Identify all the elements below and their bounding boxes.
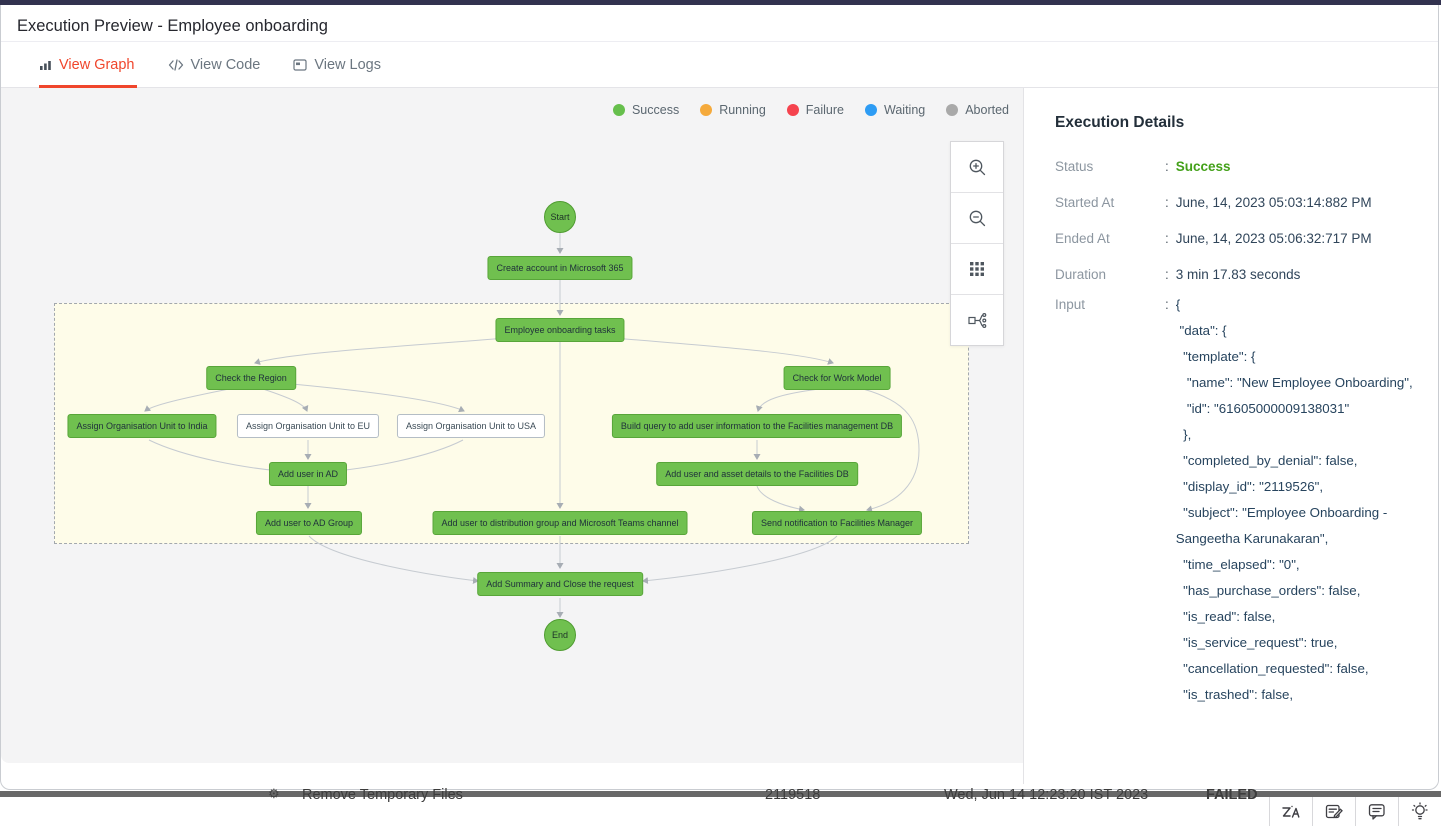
layout-button[interactable] (951, 295, 1003, 345)
detail-colon: : (1165, 194, 1169, 210)
legend-dot (865, 104, 877, 116)
graph-node-ad-group[interactable]: Add user to AD Group (255, 511, 363, 535)
zoom-in-button[interactable] (951, 142, 1003, 193)
graph-node-ou-india[interactable]: Assign Organisation Unit to India (67, 414, 217, 438)
logs-icon (293, 58, 307, 71)
legend-item-aborted: Aborted (946, 103, 1009, 117)
graph-node-add-asset[interactable]: Add user and asset details to the Facili… (656, 462, 858, 486)
detail-row-ended-at: Ended At: June, 14, 2023 05:06:32:717 PM (1055, 220, 1418, 256)
bottom-utility-bar (1269, 797, 1441, 826)
tab-bar: View Graph View Code View Logs (1, 42, 1438, 88)
code-icon (168, 58, 184, 71)
graph-node-end[interactable]: End (544, 619, 576, 651)
tab-label: View Graph (59, 56, 135, 73)
legend-dot (700, 104, 713, 116)
legend-dot (946, 104, 959, 116)
graph-node-send-notif[interactable]: Send notification to Facilities Manager (751, 511, 923, 535)
legend-label: Success (631, 103, 680, 117)
dialog-header: Execution Preview - Employee onboarding (1, 5, 1438, 42)
legend-item-success: Success (612, 103, 680, 117)
legend-label: Aborted (965, 103, 1009, 117)
detail-value: Success (1175, 158, 1231, 174)
zoom-out-button[interactable] (951, 193, 1003, 244)
detail-label: Status (1055, 158, 1094, 174)
tab-label: View Logs (314, 56, 381, 73)
execution-details-heading: Execution Details (1055, 114, 1185, 131)
legend-dot (786, 104, 799, 116)
detail-label: Duration (1055, 266, 1107, 282)
legend-label: Waiting (884, 103, 926, 117)
legend-dot (612, 104, 625, 116)
modal-scrim (0, 791, 1441, 797)
graph-node-dist-group[interactable]: Add user to distribution group and Micro… (432, 511, 688, 535)
detail-value: 3 min 17.83 seconds (1175, 266, 1301, 282)
status-legend: Success Running Failure Waiting Aborted (612, 103, 1009, 117)
chat-icon[interactable] (1355, 797, 1398, 826)
graph-canvas[interactable]: Success Running Failure Waiting Aborted (1, 88, 1023, 763)
tab-view-code[interactable]: View Code (168, 42, 261, 87)
graph-node-add-user-ad[interactable]: Add user in AD (268, 462, 348, 486)
tab-view-logs[interactable]: View Logs (293, 42, 381, 87)
detail-row-started-at: Started At: June, 14, 2023 05:03:14:882 P… (1055, 184, 1418, 220)
dialog-body: Success Running Failure Waiting Aborted (1, 88, 1438, 784)
bar-chart-icon (39, 58, 52, 71)
detail-value: June, 14, 2023 05:06:32:717 PM (1175, 230, 1372, 246)
zia-button[interactable] (1269, 797, 1312, 826)
graph-node-build-query[interactable]: Build query to add user information to t… (611, 414, 903, 438)
graph-toolbar (950, 141, 1004, 346)
page-title: Execution Preview - Employee onboarding (17, 17, 328, 35)
legend-label: Running (719, 103, 766, 117)
grid-view-button[interactable] (951, 244, 1003, 295)
detail-colon: : (1165, 158, 1169, 174)
tab-view-graph[interactable]: View Graph (39, 42, 136, 88)
execution-preview-dialog: Execution Preview - Employee onboarding … (0, 5, 1439, 790)
legend-label: Failure (805, 103, 844, 117)
detail-label: Ended At (1055, 230, 1110, 246)
detail-row-status: Status: Success (1055, 148, 1418, 184)
detail-colon: : (1165, 266, 1169, 282)
tab-label: View Code (190, 56, 261, 73)
graph-node-start[interactable]: Start (544, 201, 576, 233)
lightbulb-icon[interactable] (1398, 797, 1441, 826)
detail-row-duration: Duration:3 min 17.83 seconds (1055, 256, 1418, 292)
graph-node-emp-tasks[interactable]: Employee onboarding tasks (495, 318, 625, 342)
graph-node-add-summary[interactable]: Add Summary and Close the request (477, 572, 643, 596)
legend-item-waiting: Waiting (865, 103, 925, 117)
legend-item-failure: Failure (786, 103, 844, 117)
input-row: Input : { "data": { "template": { "name"… (1055, 292, 1418, 712)
legend-item-running: Running (700, 103, 766, 117)
feedback-icon[interactable] (1312, 797, 1355, 826)
detail-value: June, 14, 2023 05:03:14:882 PM (1175, 194, 1372, 210)
page-top-strip (0, 0, 1441, 5)
graph-node-check-region[interactable]: Check the Region (206, 366, 296, 390)
detail-colon: : (1165, 230, 1169, 246)
input-label: Input (1055, 297, 1086, 312)
graph-node-create-account[interactable]: Create account in Microsoft 365 (487, 256, 633, 280)
graph-node-ou-usa[interactable]: Assign Organisation Unit to USA (396, 414, 546, 438)
graph-node-check-work-model[interactable]: Check for Work Model (783, 366, 891, 390)
graph-node-ou-eu[interactable]: Assign Organisation Unit to EU (236, 414, 380, 438)
detail-label: Started At (1055, 194, 1115, 210)
input-json: { "data": { "template": { "name": "New E… (1175, 297, 1413, 702)
